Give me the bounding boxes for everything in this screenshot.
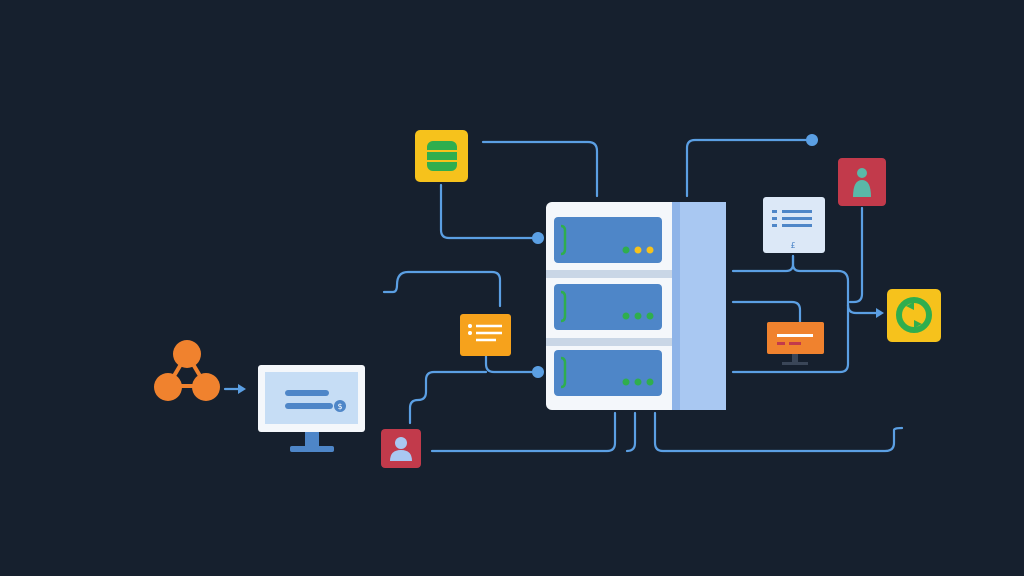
list-bullet [468, 331, 472, 335]
monitor-bar [285, 390, 329, 396]
panel-line [782, 224, 812, 227]
connector-user-top-down [848, 206, 864, 304]
server-led [622, 378, 630, 386]
user-icon [381, 429, 421, 468]
monitor-icon: $ [258, 365, 365, 452]
monitor-neck [305, 432, 319, 446]
server-led [634, 312, 642, 320]
connector-bottom-right [653, 411, 904, 453]
arrow-head [238, 384, 246, 394]
server-divider [546, 338, 672, 346]
user-head [857, 168, 867, 178]
monitor-stand [290, 446, 334, 452]
connector-dot [532, 232, 544, 244]
connector-server-to-msg [731, 300, 802, 324]
connector-user-to-server [408, 370, 488, 425]
panel-bullet [772, 217, 777, 220]
chat-line [777, 334, 813, 337]
server-led [622, 312, 630, 320]
user-icon [838, 158, 886, 206]
connector-lines [223, 138, 904, 453]
server-divider [546, 270, 672, 278]
panel-bullet [772, 210, 777, 213]
monitor-bar [285, 403, 333, 409]
chat-monitor-base [782, 362, 808, 365]
connector-left-stub [382, 270, 502, 308]
server-led [634, 378, 642, 386]
recycle-icon [887, 289, 941, 342]
server-slot-handle [560, 356, 567, 389]
server-slot-1 [554, 217, 662, 263]
chat-line [789, 342, 801, 345]
panel-badge-text: £ [790, 241, 795, 250]
connector-doc-to-server [484, 354, 540, 374]
connector-db-to-server [439, 183, 540, 240]
connector-server-to-top-right [685, 138, 814, 198]
user-head [395, 437, 407, 449]
server-led [634, 246, 642, 254]
connector-dot [806, 134, 818, 146]
connector-top-to-server [481, 140, 599, 198]
database-icon [415, 130, 468, 182]
network-node [154, 373, 182, 401]
list-document-tile [460, 314, 511, 356]
server-side-edge [672, 202, 680, 410]
recycle-arrow [914, 320, 922, 328]
list-document-icon: £ [763, 197, 825, 253]
server-led [646, 312, 654, 320]
user-body [853, 180, 871, 197]
network-node [173, 340, 201, 368]
recycle-tile [887, 289, 941, 342]
server-slot-handle [560, 290, 567, 323]
panel-line [782, 210, 812, 213]
arrow-head [876, 308, 884, 318]
panel-line [782, 217, 812, 220]
connector-dots [532, 134, 818, 378]
server-side-panel [672, 202, 726, 410]
server-slot-3 [554, 350, 662, 396]
network-nodes-icon [154, 340, 220, 401]
server-led [646, 246, 654, 254]
monitor-screen [265, 372, 358, 424]
connector-bottom-2 [625, 411, 637, 453]
connector-server-to-right-loop [731, 303, 850, 374]
connector-panel-to-recycle [791, 254, 882, 315]
server-slot-handle [560, 224, 567, 256]
list-document-icon [460, 314, 511, 356]
connector-bottom-line [430, 411, 617, 453]
recycle-arrow [906, 302, 914, 310]
connector-dot [532, 366, 544, 378]
chat-monitor-neck [792, 354, 798, 362]
monitor-badge-text: $ [337, 402, 342, 411]
user-body [390, 450, 412, 461]
server-rack-icon [546, 202, 726, 410]
server-slot-2 [554, 284, 662, 330]
chat-monitor-screen [767, 322, 824, 354]
panel-bullet [772, 224, 777, 227]
monitor-badge [334, 400, 346, 412]
recycle-ring [896, 297, 932, 333]
database-cylinder [427, 141, 457, 171]
chat-line [777, 342, 785, 345]
chat-monitor-icon [767, 322, 824, 365]
list-bullet [468, 324, 472, 328]
server-led [622, 246, 630, 254]
server-led [646, 378, 654, 386]
network-node [192, 373, 220, 401]
connector-arrows [238, 308, 884, 394]
